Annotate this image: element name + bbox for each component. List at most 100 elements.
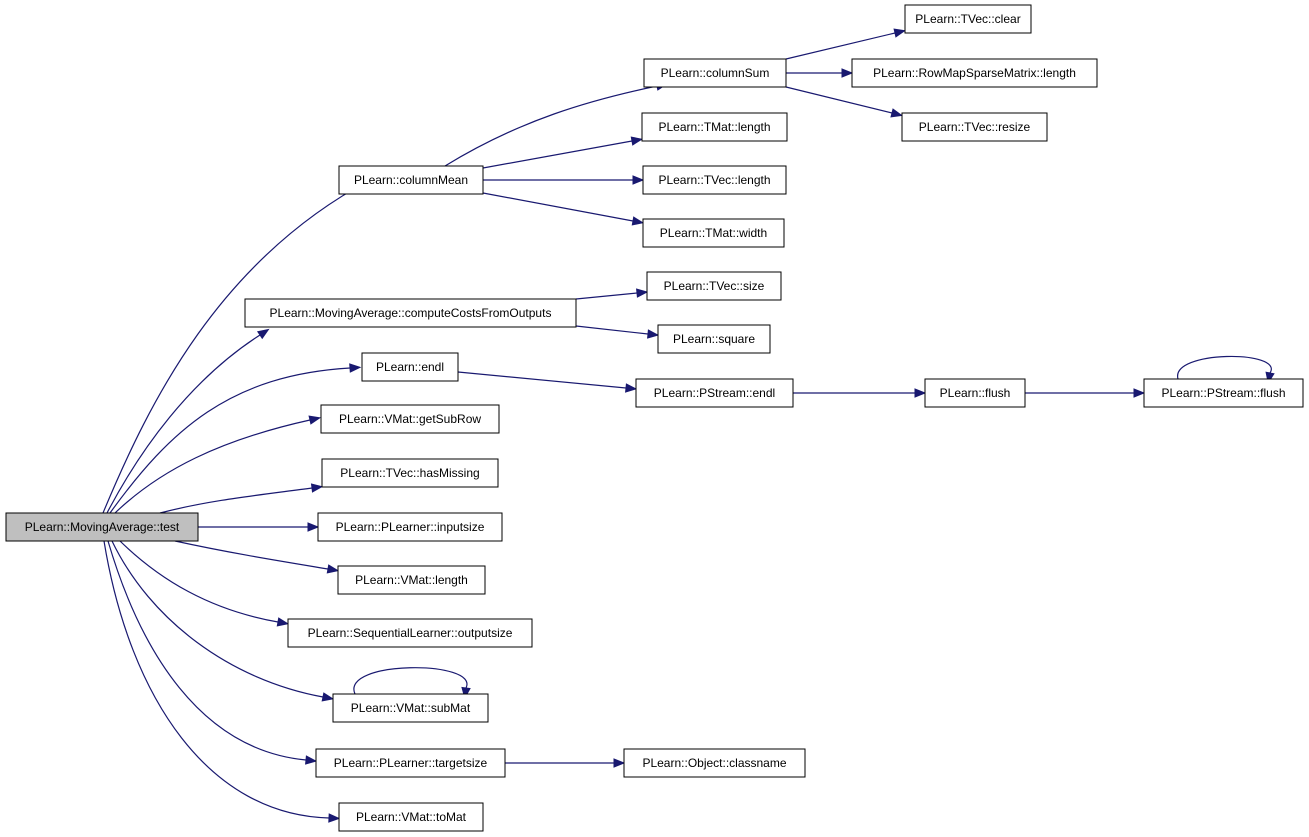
edge-line xyxy=(114,419,311,514)
node-box xyxy=(338,165,484,195)
node-pstream-endl[interactable]: PLearn::PStream::endl xyxy=(635,378,794,408)
edge-columnMean-to-tvec_length xyxy=(483,175,645,185)
edge-test-to-hasMissing xyxy=(159,483,324,514)
edge-line xyxy=(106,334,261,514)
edge-line xyxy=(457,371,627,389)
node-box xyxy=(5,512,199,542)
edge-endl-to-pstream_endl xyxy=(457,371,638,393)
node-label: PLearn::TVec::clear xyxy=(915,12,1020,26)
node-box xyxy=(287,618,533,648)
edge-line xyxy=(785,86,893,114)
edge-line xyxy=(102,179,371,514)
node-box xyxy=(361,352,459,382)
node-box xyxy=(1143,378,1304,408)
edge-arrowhead xyxy=(1133,388,1146,398)
edge-arrowhead xyxy=(276,617,290,627)
edge-line xyxy=(482,140,633,169)
node-label: PLearn::PStream::flush xyxy=(1161,386,1285,400)
edge-columnSum-to-tvec_clear xyxy=(785,28,907,60)
node-box xyxy=(642,165,787,195)
node-label: PLearn::VMat::getSubRow xyxy=(339,412,481,426)
edge-line xyxy=(785,32,896,60)
node-box xyxy=(657,324,771,354)
node-label: PLearn::columnSum xyxy=(661,66,770,80)
node-tmat-width[interactable]: PLearn::TMat::width xyxy=(642,218,785,248)
node-subMat[interactable]: PLearn::VMat::subMat xyxy=(332,693,489,723)
node-box xyxy=(320,404,500,434)
node-label: PLearn::TVec::size xyxy=(664,279,765,293)
edge-line xyxy=(444,85,658,167)
node-box xyxy=(337,565,486,595)
node-computeCosts[interactable]: PLearn::MovingAverage::computeCostsFromO… xyxy=(244,298,577,328)
edge-arrowhead xyxy=(321,692,335,702)
edge-columnSum-to-rowmap_length xyxy=(786,68,854,78)
node-classname[interactable]: PLearn::Object::classname xyxy=(623,748,806,778)
node-toMat[interactable]: PLearn::VMat::toMat xyxy=(338,802,484,832)
node-label: PLearn::columnMean xyxy=(354,173,468,187)
node-tmat-length[interactable]: PLearn::TMat::length xyxy=(641,112,788,142)
edge-arrowhead xyxy=(308,415,322,425)
node-targetsize[interactable]: PLearn::PLearner::targetsize xyxy=(315,748,506,778)
edge-line xyxy=(111,540,324,698)
node-endl[interactable]: PLearn::endl xyxy=(361,352,459,382)
edge-test-to-targetsize xyxy=(107,540,318,765)
edge-line xyxy=(107,540,307,761)
node-box xyxy=(643,58,787,88)
edge-line xyxy=(174,540,329,570)
edge-arrowhead xyxy=(893,28,907,38)
node-square[interactable]: PLearn::square xyxy=(657,324,771,354)
node-label: PLearn::RowMapSparseMatrix::length xyxy=(873,66,1076,80)
edge-pstream_endl-to-flush xyxy=(793,388,927,398)
node-label: PLearn::flush xyxy=(940,386,1011,400)
node-label: PLearn::Object::classname xyxy=(642,756,786,770)
node-tvec-length[interactable]: PLearn::TVec::length xyxy=(642,165,787,195)
edge-arrowhead xyxy=(841,68,854,78)
node-box xyxy=(332,693,489,723)
node-inputsize[interactable]: PLearn::PLearner::inputsize xyxy=(317,512,503,542)
edge-line xyxy=(103,540,330,819)
edge-line xyxy=(1177,355,1272,380)
node-rowmap-length[interactable]: PLearn::RowMapSparseMatrix::length xyxy=(851,58,1098,88)
edge-arrowhead xyxy=(305,755,318,765)
edge-arrowhead xyxy=(630,136,644,146)
edge-test-to-subMat xyxy=(111,540,335,702)
node-test[interactable]: PLearn::MovingAverage::test xyxy=(5,512,199,542)
node-flush[interactable]: PLearn::flush xyxy=(924,378,1026,408)
edge-arrowhead xyxy=(461,686,471,700)
call-edges xyxy=(102,28,1275,823)
node-label: PLearn::MovingAverage::computeCostsFromO… xyxy=(270,306,552,320)
node-label: PLearn::TMat::length xyxy=(658,120,770,134)
node-box xyxy=(317,512,503,542)
node-box xyxy=(321,458,499,488)
node-tvec-resize[interactable]: PLearn::TVec::resize xyxy=(901,112,1048,142)
node-vmat-length[interactable]: PLearn::VMat::length xyxy=(337,565,486,595)
node-box xyxy=(315,748,506,778)
edge-flush-to-pstream_flush xyxy=(1025,388,1146,398)
edge-line xyxy=(482,192,634,222)
edge-arrowhead xyxy=(631,216,645,226)
edge-arrowhead xyxy=(310,483,324,493)
edge-computeCosts-to-tvec_size xyxy=(575,288,649,300)
node-columnSum[interactable]: PLearn::columnSum xyxy=(643,58,787,88)
edge-arrowhead xyxy=(328,813,341,823)
node-getSubRow[interactable]: PLearn::VMat::getSubRow xyxy=(320,404,500,434)
node-box xyxy=(901,112,1048,142)
edge-columnMean-to-tmat_width xyxy=(482,192,645,226)
node-box xyxy=(623,748,806,778)
edge-test-to-vmat_length xyxy=(174,540,340,574)
node-hasMissing[interactable]: PLearn::TVec::hasMissing xyxy=(321,458,499,488)
node-box xyxy=(244,298,577,328)
node-tvec-size[interactable]: PLearn::TVec::size xyxy=(646,271,782,301)
node-outputsize[interactable]: PLearn::SequentialLearner::outputsize xyxy=(287,618,533,648)
node-box xyxy=(635,378,794,408)
node-columnMean[interactable]: PLearn::columnMean xyxy=(338,165,484,195)
edge-arrowhead xyxy=(914,388,927,398)
node-pstream-flush[interactable]: PLearn::PStream::flush xyxy=(1143,378,1304,408)
edge-computeCosts-to-square xyxy=(575,325,660,339)
node-label: PLearn::VMat::toMat xyxy=(356,810,467,824)
node-tvec-clear[interactable]: PLearn::TVec::clear xyxy=(904,4,1032,34)
node-box xyxy=(646,271,782,301)
node-box xyxy=(338,802,484,832)
node-label: PLearn::TMat::width xyxy=(660,226,767,240)
node-label: PLearn::TVec::resize xyxy=(919,120,1031,134)
